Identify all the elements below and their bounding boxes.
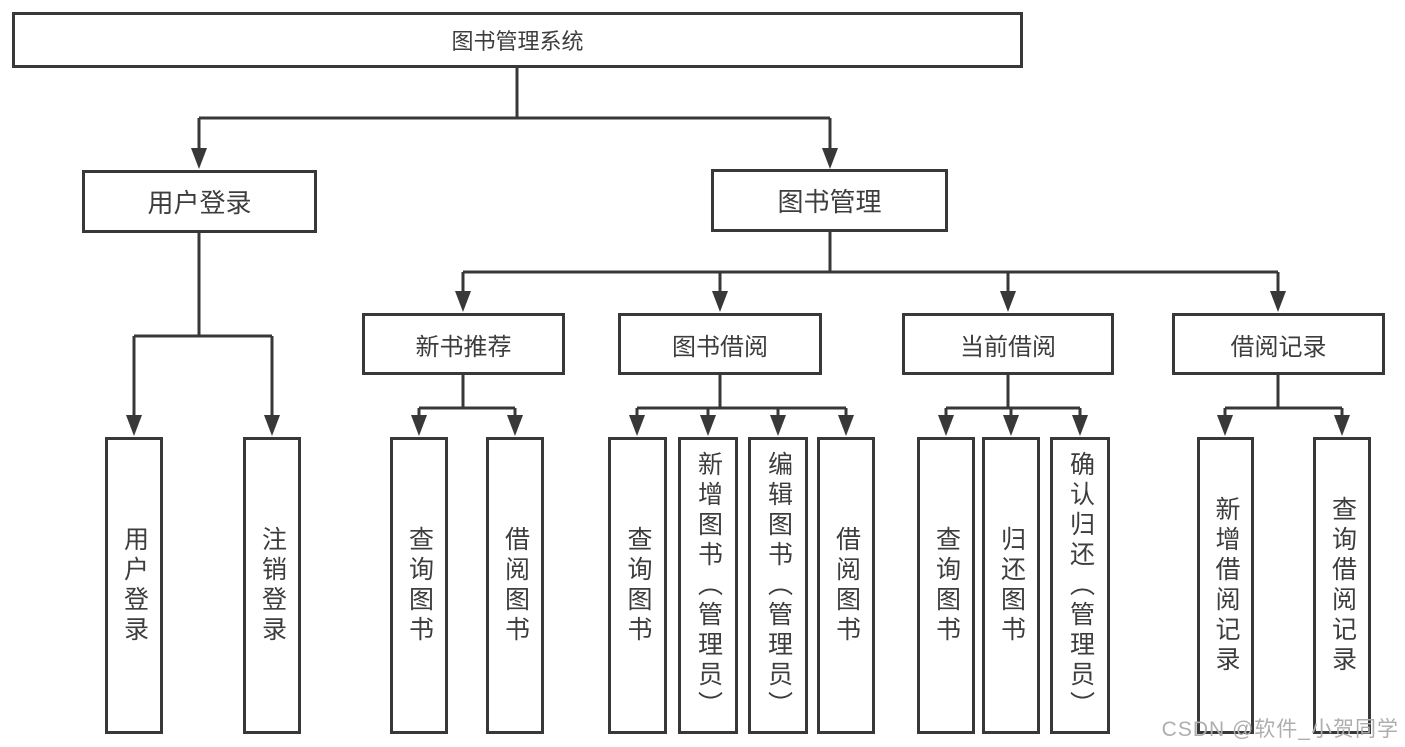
leaf-borrow-books-recommend-label: 借阅图书 (501, 525, 530, 646)
node-book-borrow-label: 图书借阅 (672, 333, 768, 361)
leaf-add-book-admin: 新增图书（管理员） (678, 437, 738, 734)
leaf-return-books-label: 归还图书 (997, 525, 1026, 646)
leaf-confirm-return-admin-label: 确认归还（管理员） (1066, 450, 1095, 721)
node-root-label: 图书管理系统 (451, 29, 584, 54)
leaf-add-borrow-record-label: 新增借阅记录 (1212, 495, 1240, 676)
leaf-query-borrow-record-label: 查询借阅记录 (1328, 495, 1357, 676)
leaf-add-borrow-record: 新增借阅记录 (1197, 437, 1254, 734)
leaf-query-books-recommend-label: 查询图书 (405, 525, 434, 646)
leaf-logout-login: 注销登录 (243, 437, 301, 734)
leaf-edit-book-admin: 编辑图书（管理员） (748, 437, 808, 734)
leaf-query-books-borrow-label: 查询图书 (624, 525, 652, 646)
leaf-query-books-current: 查询图书 (917, 437, 975, 734)
leaf-user-login: 用户登录 (105, 437, 163, 734)
node-current-borrow: 当前借阅 (902, 313, 1114, 375)
node-book-management: 图书管理 (711, 169, 948, 232)
leaf-add-book-admin-label: 新增图书（管理员） (694, 450, 723, 721)
node-book-management-label: 图书管理 (777, 187, 882, 217)
leaf-query-books-current-label: 查询图书 (932, 525, 961, 646)
node-book-borrow: 图书借阅 (618, 313, 822, 375)
leaf-borrow-books-recommend: 借阅图书 (486, 437, 544, 734)
node-new-book-recommend-label: 新书推荐 (415, 333, 512, 361)
leaf-user-login-label: 用户登录 (120, 525, 149, 646)
node-borrow-records: 借阅记录 (1172, 313, 1385, 375)
node-root: 图书管理系统 (12, 12, 1023, 68)
node-user-login-label: 用户登录 (147, 188, 252, 218)
leaf-return-books: 归还图书 (982, 437, 1040, 734)
node-user-login: 用户登录 (82, 170, 317, 233)
leaf-query-books-recommend: 查询图书 (390, 437, 448, 734)
node-borrow-records-label: 借阅记录 (1230, 333, 1327, 361)
node-new-book-recommend: 新书推荐 (362, 313, 565, 375)
leaf-borrow-books-borrow-label: 借阅图书 (832, 525, 861, 646)
leaf-logout-login-label: 注销登录 (258, 525, 287, 646)
leaf-borrow-books-borrow: 借阅图书 (817, 437, 875, 734)
leaf-query-books-borrow: 查询图书 (608, 437, 667, 734)
leaf-query-borrow-record: 查询借阅记录 (1313, 437, 1371, 734)
leaf-edit-book-admin-label: 编辑图书（管理员） (764, 450, 793, 721)
csdn-watermark: CSDN @软件_小贺同学 (1161, 718, 1399, 741)
node-current-borrow-label: 当前借阅 (960, 333, 1056, 361)
leaf-confirm-return-admin: 确认归还（管理员） (1050, 437, 1110, 734)
